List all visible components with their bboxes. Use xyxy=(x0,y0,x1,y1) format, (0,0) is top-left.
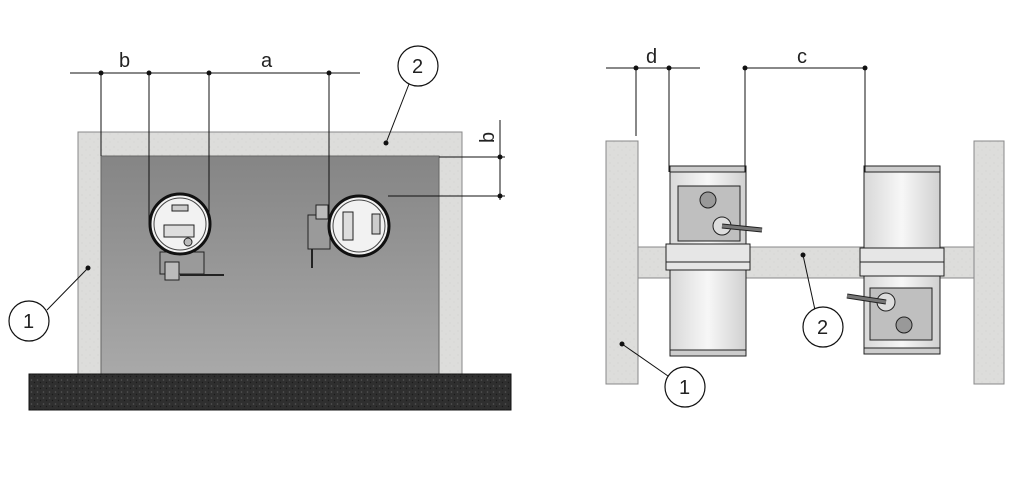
damper-right xyxy=(307,194,391,268)
floor-slab xyxy=(28,373,512,411)
dim-label-a: a xyxy=(261,50,273,72)
side-view: d c 1 2 xyxy=(605,46,1005,408)
callout-frame-front: 2 xyxy=(383,45,439,146)
callout-wall-side-number: 1 xyxy=(679,377,690,399)
dim-label-d: d xyxy=(646,46,657,68)
front-dimensions xyxy=(70,70,505,226)
callout-wall-front: 1 xyxy=(8,265,91,342)
callout-frame-side-number: 2 xyxy=(817,317,828,339)
callout-frame-side: 2 xyxy=(800,252,844,348)
dim-label-c: c xyxy=(797,46,807,68)
dim-label-b-side: b xyxy=(477,132,499,143)
side-wall-right xyxy=(973,140,1005,385)
callout-frame-front-number: 2 xyxy=(412,56,423,78)
side-damper-left xyxy=(665,165,763,357)
front-view: b a b 1 2 xyxy=(8,45,512,411)
side-wall-left xyxy=(605,140,639,385)
callout-wall-side: 1 xyxy=(619,341,706,408)
callout-wall-front-number: 1 xyxy=(23,311,34,333)
damper-left xyxy=(148,192,224,281)
wall-panel xyxy=(100,155,440,377)
side-damper-right xyxy=(846,165,945,355)
dim-label-b-top: b xyxy=(119,50,130,72)
side-dimensions xyxy=(606,65,868,172)
